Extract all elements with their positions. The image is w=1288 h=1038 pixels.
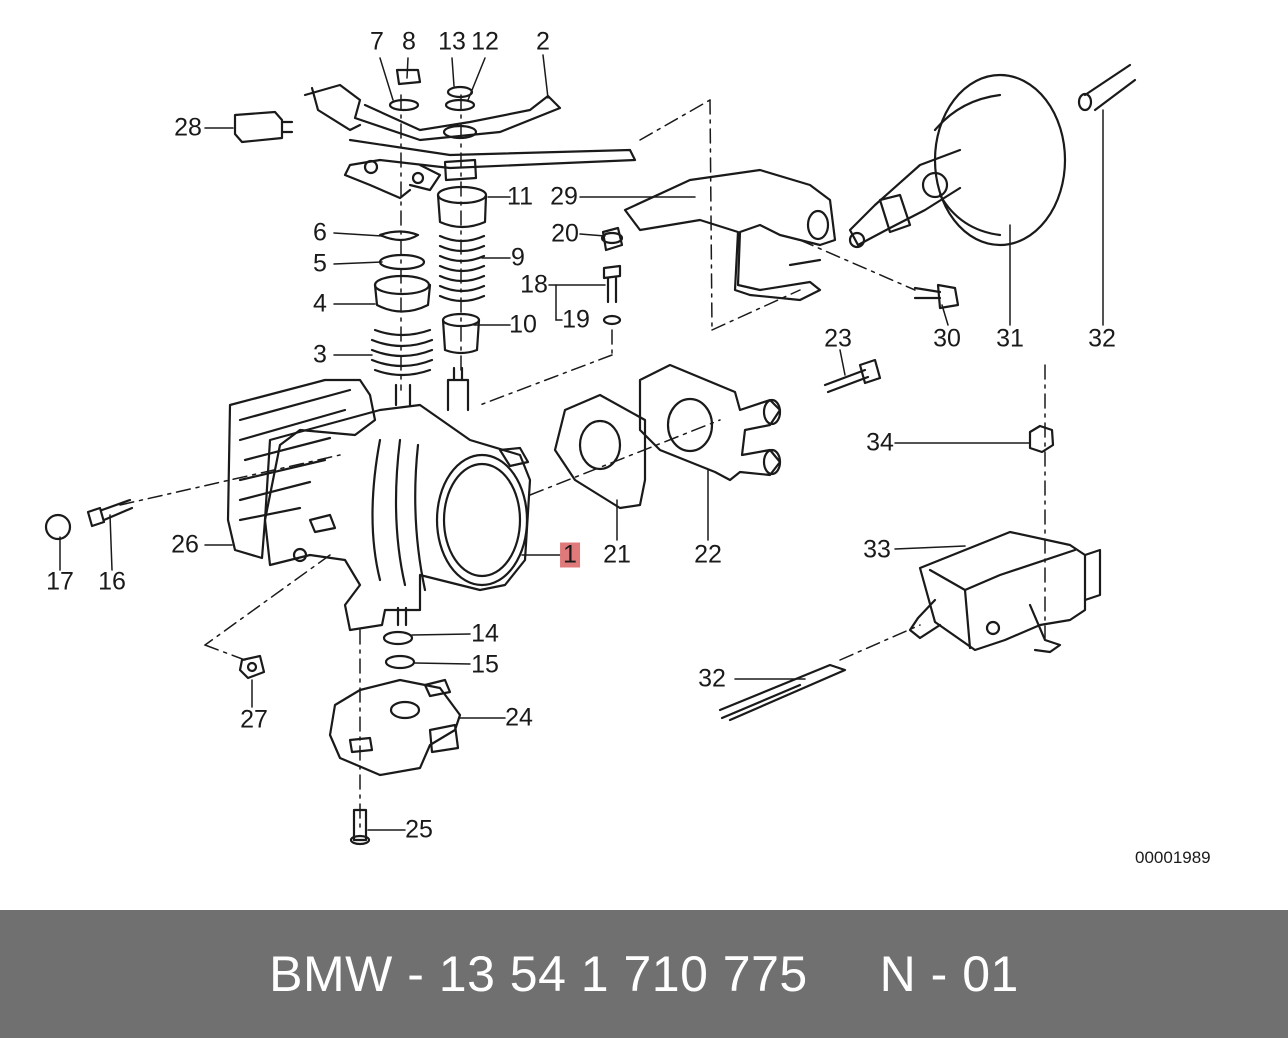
callout-1-highlighted: 1 bbox=[560, 542, 580, 568]
gasket-21 bbox=[553, 393, 647, 510]
callout-9: 9 bbox=[511, 243, 525, 272]
throttle-switch-24 bbox=[328, 678, 462, 777]
callout-32-bottom: 32 bbox=[698, 664, 726, 693]
callout-29: 29 bbox=[550, 182, 578, 211]
screw-25 bbox=[349, 808, 371, 846]
callout-17: 17 bbox=[46, 567, 74, 596]
callout-15: 15 bbox=[471, 650, 499, 679]
throttle-lever bbox=[303, 83, 637, 200]
callout-24: 24 bbox=[505, 703, 533, 732]
leader-lines bbox=[59, 54, 1104, 831]
bolt-30 bbox=[913, 283, 960, 310]
callout-19: 19 bbox=[562, 305, 590, 334]
callout-30: 30 bbox=[933, 324, 961, 353]
cap-17 bbox=[44, 513, 72, 541]
switch-28 bbox=[233, 110, 294, 144]
exploded-view-drawing bbox=[44, 54, 1137, 846]
callout-28: 28 bbox=[174, 113, 202, 142]
screw-18-20 bbox=[600, 226, 624, 326]
nut-34 bbox=[1028, 424, 1055, 454]
nuts-washers-top bbox=[388, 68, 478, 140]
valve-33 bbox=[908, 530, 1102, 654]
parts-diagram: 7 8 13 12 2 28 11 29 6 20 5 9 18 4 19 10… bbox=[44, 27, 1211, 867]
callout-4: 4 bbox=[313, 289, 327, 318]
nut-27 bbox=[238, 654, 266, 680]
callout-11: 11 bbox=[507, 182, 533, 211]
callout-5: 5 bbox=[313, 249, 327, 278]
callout-8: 8 bbox=[402, 27, 416, 56]
callout-27: 27 bbox=[240, 705, 268, 734]
intermediate-flange-22 bbox=[638, 363, 782, 482]
assembly-axes bbox=[119, 94, 1046, 831]
callout-3: 3 bbox=[313, 340, 327, 369]
hose-32-bottom bbox=[718, 663, 847, 722]
callout-32-top: 32 bbox=[1088, 324, 1116, 353]
callout-22: 22 bbox=[694, 540, 722, 569]
part-number-banner: BMW - 13 54 1 710 775 N - 01 bbox=[0, 910, 1288, 1038]
callout-13: 13 bbox=[438, 27, 466, 56]
callout-7: 7 bbox=[370, 27, 384, 56]
callout-34: 34 bbox=[866, 428, 894, 457]
callout-33: 33 bbox=[863, 535, 891, 564]
part-number-text: BMW - 13 54 1 710 775 N - 01 bbox=[269, 946, 1019, 1002]
callout-2: 2 bbox=[536, 27, 550, 56]
callout-6: 6 bbox=[313, 218, 327, 247]
callout-21: 21 bbox=[603, 540, 631, 569]
callout-18: 18 bbox=[520, 270, 548, 299]
callout-20: 20 bbox=[551, 219, 579, 248]
bolt-23 bbox=[823, 358, 882, 394]
callout-10: 10 bbox=[509, 310, 537, 339]
washers-14-15 bbox=[382, 606, 416, 670]
callout-14: 14 bbox=[471, 619, 499, 648]
callout-26: 26 bbox=[171, 530, 199, 559]
hose-32-top bbox=[1077, 63, 1137, 112]
bushings-springs bbox=[370, 158, 488, 377]
vacuum-unit-31 bbox=[848, 73, 1067, 249]
bracket-29 bbox=[623, 168, 837, 302]
callout-23: 23 bbox=[824, 324, 852, 353]
callout-16: 16 bbox=[98, 567, 126, 596]
screw-16 bbox=[86, 498, 134, 528]
callout-25: 25 bbox=[405, 815, 433, 844]
throttle-body-1 bbox=[226, 366, 532, 632]
callout-12: 12 bbox=[471, 27, 499, 56]
drawing-number: 00001989 bbox=[1135, 848, 1211, 867]
callout-31: 31 bbox=[996, 324, 1024, 353]
